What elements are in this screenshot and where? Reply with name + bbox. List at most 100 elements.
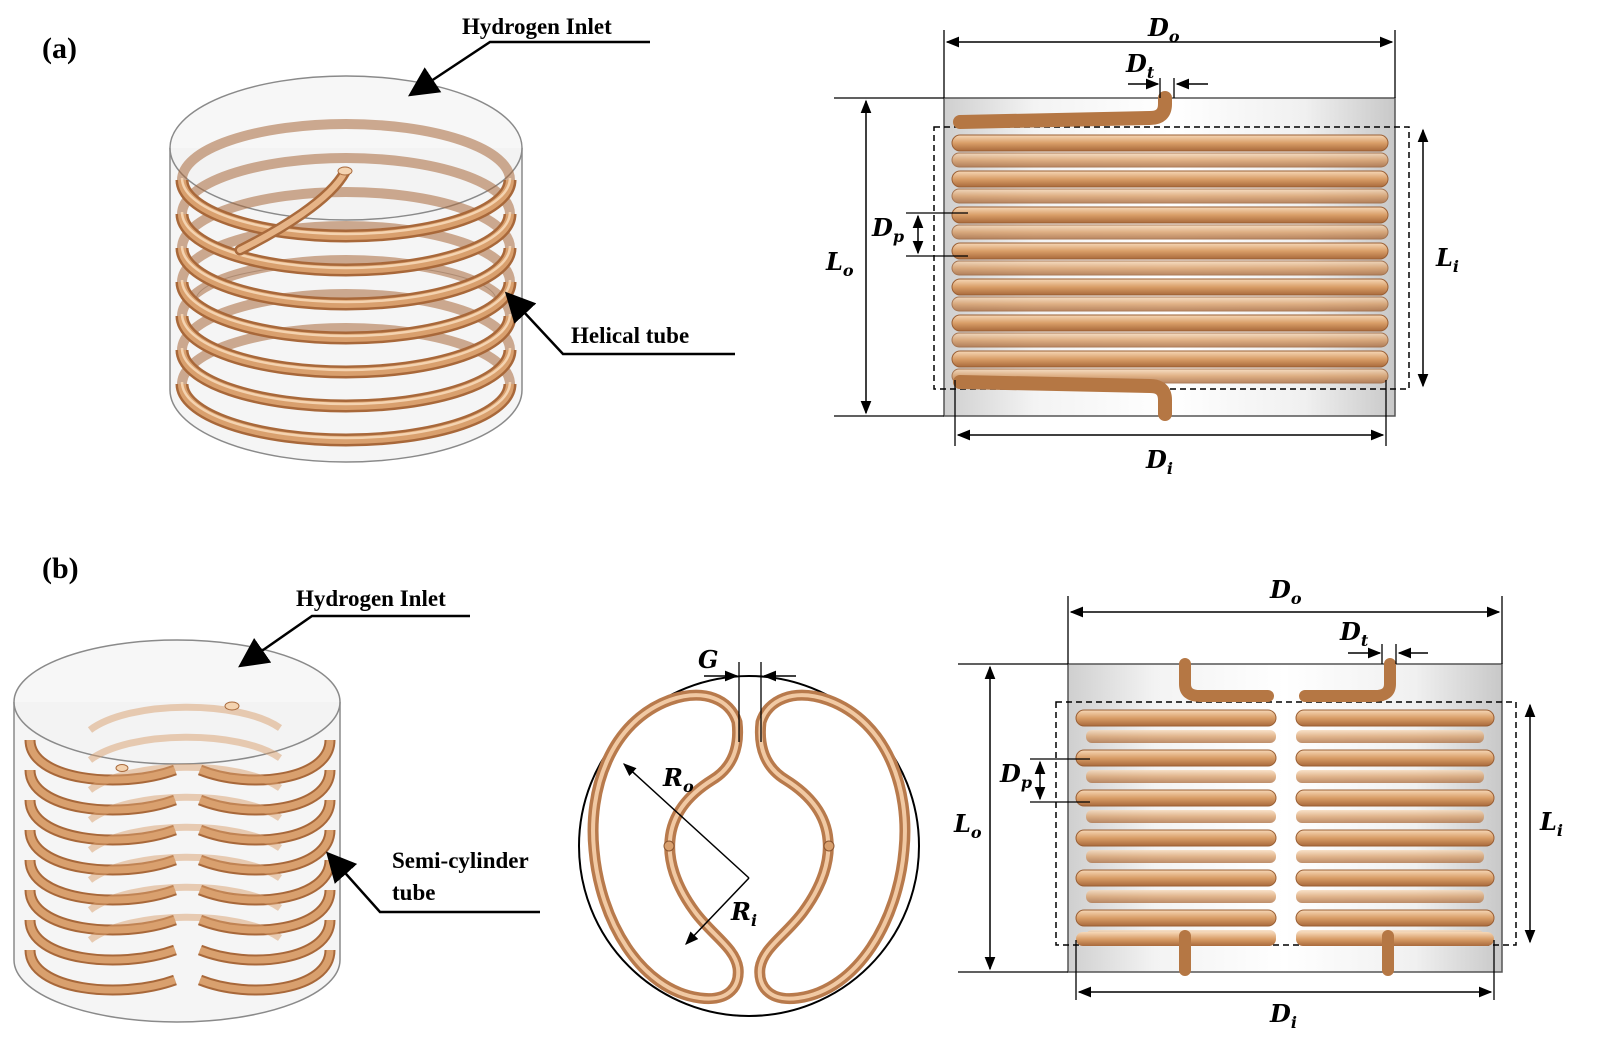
side-turn-back: [951, 296, 1389, 312]
dim-label-li-a: Li: [1435, 243, 1459, 276]
vessel-outline-top: [578, 675, 920, 1017]
hydrogen-inlet-label-b: Hydrogen Inlet: [296, 586, 446, 611]
semi-coil-left-body: [26, 739, 177, 784]
dim-ro: [623, 763, 750, 879]
side-turn-left-back: [1086, 850, 1276, 863]
coil-front-body: [178, 213, 514, 274]
semi-coil-right-body: [198, 799, 334, 844]
coil-front-highlight: [180, 347, 512, 406]
side-turn-back: [951, 152, 1389, 168]
panel-b-top-view: G Ro Ri: [578, 645, 920, 1017]
right-port: [823, 840, 835, 852]
semi-coil-left-body: [26, 829, 177, 874]
coil-front-highlight: [180, 211, 512, 270]
side-turn: [951, 170, 1389, 188]
riser-b-left-top: [1179, 658, 1274, 702]
coil-front-body: [178, 179, 514, 240]
inlet-riser-a: [953, 91, 1172, 129]
coil-front-body: [178, 281, 514, 342]
coil-back: [177, 119, 515, 181]
semi-coil-left-body: [26, 769, 177, 814]
side-turn-right: [1295, 789, 1495, 807]
coil-back: [177, 255, 515, 317]
hydrogen-inlet-leader-b: [238, 614, 470, 668]
coil-envelope-b: [1055, 701, 1517, 946]
panel-a-tag: (a): [42, 32, 77, 65]
semi-coil-back: [87, 823, 283, 853]
panel-a: (a) Hydrogen Inlet Helical tube: [42, 13, 1459, 478]
side-turn-back: [951, 260, 1389, 276]
dim-label-do-a: Do: [1147, 13, 1180, 46]
left-port: [663, 840, 675, 852]
coil-back: [177, 187, 515, 249]
side-turn-right-back: [1296, 730, 1484, 743]
semi-coil-back: [87, 703, 283, 733]
helical-tube-coils: [175, 119, 517, 447]
side-turn-right-back: [1296, 770, 1484, 783]
semi-coil-back: [87, 733, 283, 763]
coil-front-highlight: [180, 279, 512, 338]
semi-cylinder-tube-coils: [24, 703, 336, 996]
semi-coil-right-body: [198, 919, 334, 964]
coil-front-highlight: [180, 177, 512, 236]
left-semi-tube-highlight: [591, 693, 741, 1001]
side-turn-left: [1075, 869, 1277, 887]
dim-label-ro: Ro: [662, 763, 694, 796]
side-turn-left-back: [1086, 810, 1276, 823]
dim-label-dt-a: Dt: [1125, 49, 1155, 82]
semi-coil-left-body: [26, 799, 177, 844]
panel-b: (b) Hydrogen Inlet Semi-cylinder tube: [13, 552, 1563, 1032]
side-turn-back: [951, 224, 1389, 240]
dim-label-ri: Ri: [730, 897, 757, 930]
side-turn-right-back: [1296, 890, 1484, 903]
semi-coil-left-body: [26, 949, 177, 994]
side-turn-left-back: [1086, 770, 1276, 783]
dim-label-lo-b: Lo: [953, 809, 982, 842]
semi-coil-back: [87, 853, 283, 883]
helical-tube-leader: [504, 291, 735, 356]
inlet-pipe-highlight: [237, 169, 348, 253]
semi-cylinder-label-line1: Semi-cylinder: [392, 848, 529, 873]
inlet-port: [337, 166, 353, 176]
dim-label-g: G: [698, 645, 719, 674]
side-turn-right: [1295, 829, 1495, 847]
side-turn-right-back: [1296, 810, 1484, 823]
side-turn-left: [1075, 909, 1277, 927]
semi-coil-left-body: [26, 889, 177, 934]
semi-coil-back: [87, 763, 283, 793]
side-turn-right: [1295, 909, 1495, 927]
side-turn: [951, 314, 1389, 332]
side-turn-right-last: [1296, 932, 1494, 946]
dim-label-di-b: Di: [1269, 999, 1297, 1032]
side-turn: [951, 278, 1389, 296]
coil-front-body: [178, 247, 514, 308]
semi-coil-right-body: [198, 829, 334, 874]
dim-label-di-a: Di: [1145, 445, 1173, 478]
panel-b-side-view: Do Dt Dp Lo Li Di: [953, 575, 1563, 1032]
coil-back: [177, 153, 515, 215]
dim-label-dp-b: Dp: [999, 759, 1032, 792]
helical-tube-label: Helical tube: [571, 323, 689, 348]
dim-label-lo-a: Lo: [825, 247, 854, 280]
side-turn-left-back: [1086, 890, 1276, 903]
coil-front-body: [178, 349, 514, 410]
panel-a-side-view: Do Dt Dp Lo Li Di: [825, 13, 1459, 478]
side-turn-left: [1075, 829, 1277, 847]
coil-front-highlight: [180, 245, 512, 304]
semi-coil-back: [87, 913, 283, 943]
coil-front-highlight: [180, 313, 512, 372]
side-turn-left-back: [1086, 730, 1276, 743]
semi-coil-right-body: [198, 889, 334, 934]
side-turn: [951, 242, 1389, 260]
side-turn-left-last: [1076, 932, 1276, 946]
panel-b-3d-semi-cylinder-view: [13, 639, 341, 1023]
semi-coil-back: [87, 793, 283, 823]
coil-back: [177, 289, 515, 351]
semi-coil-right-body: [198, 769, 334, 814]
semi-coil-right-body: [198, 739, 334, 784]
hydrogen-inlet-leader-a: [407, 40, 650, 97]
dim-ri: [685, 877, 750, 945]
semi-cylinder-leader: [326, 851, 540, 914]
side-turn-back: [951, 332, 1389, 348]
